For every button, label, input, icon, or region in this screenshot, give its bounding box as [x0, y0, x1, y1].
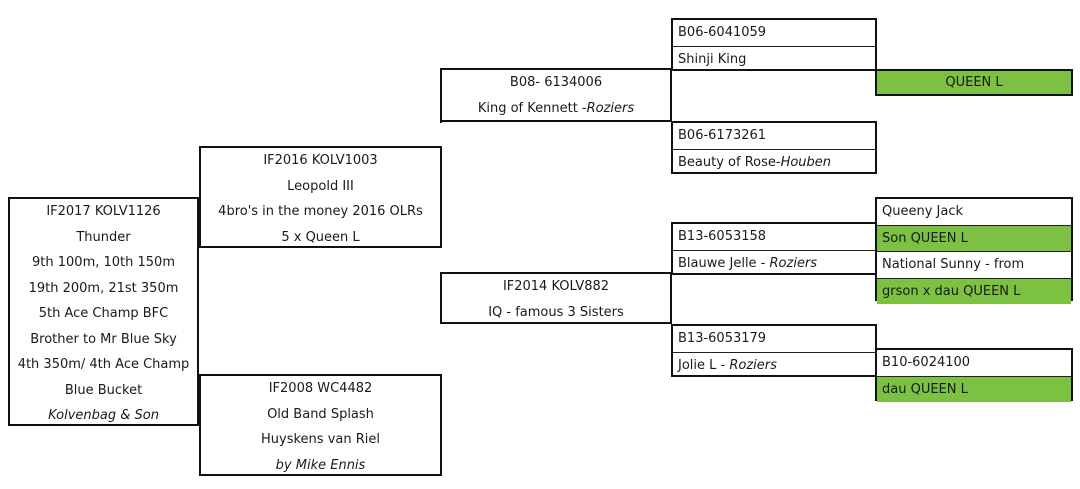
sd-sire-ring: B13-6053158 [678, 229, 767, 244]
ss-dam-box: B06-6173261 Beauty of Rose-Houben [671, 121, 877, 174]
sd-dam-loft: Roziers [729, 357, 777, 373]
sire-sire-box: B08- 6134006 King of Kennett -Roziers [440, 68, 672, 122]
subject-result-3: 5th Ace Champ BFC [38, 306, 169, 321]
ss-sire-name: Shinji King [673, 45, 875, 73]
subject-result-5: 4th 350m/ 4th Ace Champ [17, 357, 190, 372]
ss-dam-loft: Houben [780, 154, 832, 170]
subject-breeder: Kolvenbag & Son [48, 408, 159, 423]
dam-breeder: by Mike Ennis [275, 457, 366, 473]
sire-sire-ring: B08- 6134006 [509, 75, 603, 90]
sd-dam-name-line: Jolie L - Roziers [673, 351, 875, 379]
gen4-sd-dam-note: dau QUEEN L [877, 375, 1071, 402]
subject-result-2: 19th 200m, 21st 350m [28, 280, 179, 296]
sire-dam-ring: IF2014 KOLV882 [502, 279, 610, 294]
sire-ring: IF2016 KOLV1003 [263, 153, 378, 168]
sd-sire-name: Blauwe Jelle - [678, 255, 770, 271]
subject-box: IF2017 KOLV1126 Thunder 9th 100m, 10th 1… [8, 197, 199, 426]
sd-sire-box: B13-6053158 Blauwe Jelle - Roziers [671, 222, 877, 275]
sd-sire-loft: Roziers [769, 255, 818, 271]
dam-name: Old Band Splash [267, 406, 374, 422]
gen4-sd-sire-note-2: National Sunny - from [877, 251, 1071, 278]
sire-sire-name: King of Kennett - [477, 100, 587, 116]
gen4-sd-sire-name: Queeny Jack [882, 204, 964, 219]
sire-name: Leopold III [287, 178, 354, 194]
ss-sire-box: B06-6041059 Shinji King [671, 18, 877, 71]
subject-result-6: Blue Bucket [64, 382, 143, 398]
sire-note-1: 4bro's in the money 2016 OLRs [218, 204, 423, 219]
subject-result-1: 9th 100m, 10th 150m [32, 255, 175, 270]
sd-dam-ring: B13-6053179 [678, 331, 767, 346]
sire-note-2: 5 x Queen L [281, 229, 360, 245]
ss-dam-ring: B06-6173261 [678, 128, 767, 143]
ss-dam-name-line: Beauty of Rose-Houben [673, 148, 875, 176]
ss-dam-name: Beauty of Rose- [678, 154, 781, 170]
gen4-sd-dam-box: B10-6024100 dau QUEEN L [875, 348, 1073, 402]
sire-sire-name-line: King of Kennett -Roziers [442, 96, 670, 122]
subject-result-4: Brother to Mr Blue Sky [30, 331, 177, 347]
sire-box: IF2016 KOLV1003 Leopold III 4bro's in th… [199, 146, 442, 248]
dam-note: Huyskens van Riel [261, 432, 380, 447]
ss-sire-ring: B06-6041059 [678, 25, 767, 40]
sire-dam-box: IF2014 KOLV882 IQ - famous 3 Sisters [440, 272, 672, 324]
sd-dam-name: Jolie L - [678, 357, 730, 373]
dam-ring: IF2008 WC4482 [268, 381, 373, 396]
sd-dam-box: B13-6053179 Jolie L - Roziers [671, 324, 877, 377]
subject-name: Thunder [76, 229, 131, 245]
gen4-sd-sire-box: Queeny Jack Son QUEEN L National Sunny -… [875, 197, 1073, 304]
gen4-sd-dam-ring: B10-6024100 [882, 355, 971, 370]
gen4-sd-sire-note-1: Son QUEEN L [877, 224, 1071, 251]
subject-ring: IF2017 KOLV1126 [46, 204, 161, 219]
sire-dam-name: IQ - famous 3 Sisters [488, 304, 624, 320]
queen-l-box: QUEEN L [875, 69, 1073, 96]
queen-l-label: QUEEN L [945, 75, 1003, 90]
connector-sire-sire [440, 121, 442, 123]
sire-sire-loft: Roziers [586, 100, 635, 116]
sd-sire-name-line: Blauwe Jelle - Roziers [673, 249, 875, 277]
dam-box: IF2008 WC4482 Old Band Splash Huyskens v… [199, 374, 442, 476]
gen4-sd-sire-note-3: grson x dau QUEEN L [877, 277, 1071, 304]
